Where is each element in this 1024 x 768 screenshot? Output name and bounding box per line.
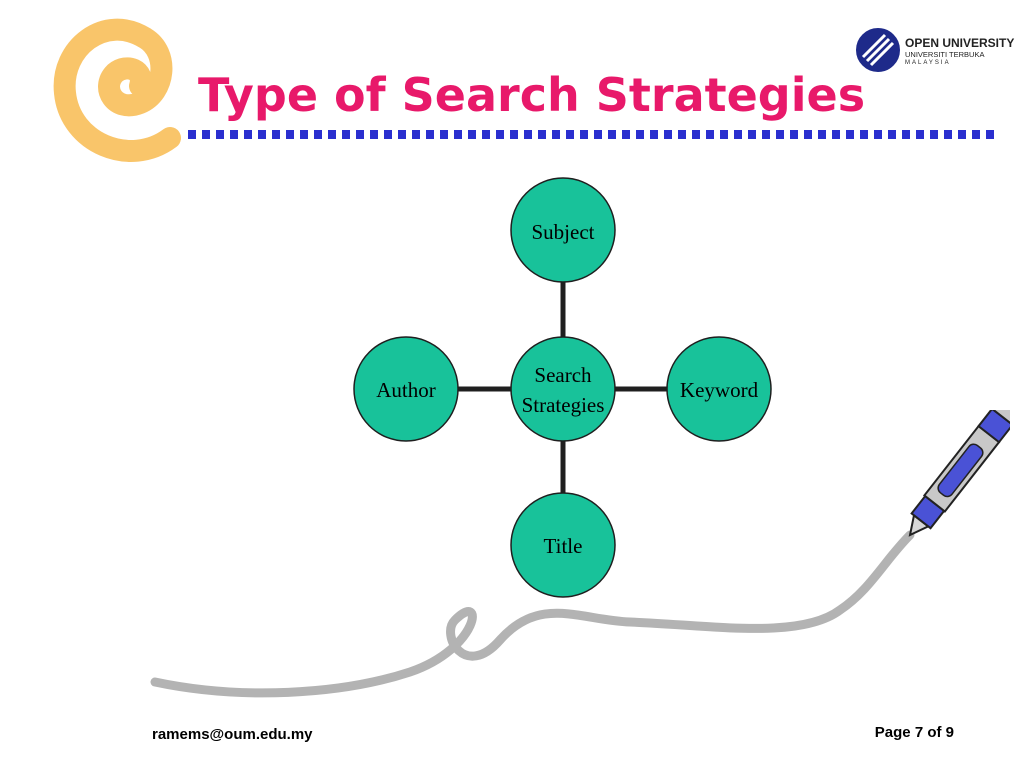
oum-logo-icon [856, 28, 900, 72]
swirl-at-icon [53, 18, 181, 162]
center-label-line1: Search [534, 363, 592, 387]
logo-line3: MALAYSIA [905, 59, 951, 66]
node-author-label: Author [376, 378, 436, 402]
title-dotted-rule [188, 130, 1000, 139]
footer-email: ramems@oum.edu.my [152, 726, 313, 743]
node-author: Author [353, 336, 459, 442]
node-subject-label: Subject [532, 220, 595, 244]
node-subject: Subject [510, 177, 616, 283]
pen-icon [150, 410, 1010, 698]
node-keyword-label: Keyword [680, 378, 759, 402]
node-center: Search Strategies [510, 336, 616, 442]
logo-line2: UNIVERSITI TERBUKA [905, 50, 985, 59]
center-label-line2: Strategies [522, 393, 605, 417]
university-logo: OPEN UNIVERSITY UNIVERSITI TERBUKA MALAY… [855, 27, 1015, 75]
logo-text: OPEN UNIVERSITY UNIVERSITI TERBUKA MALAY… [905, 37, 1014, 66]
node-title: Title [510, 492, 616, 598]
slide-title: Type of Search Strategies [198, 68, 866, 122]
node-title-label: Title [544, 534, 583, 558]
logo-line1: OPEN UNIVERSITY [905, 36, 1015, 50]
node-keyword: Keyword [666, 336, 772, 442]
page-indicator: Page 7 of 9 [874, 724, 954, 741]
